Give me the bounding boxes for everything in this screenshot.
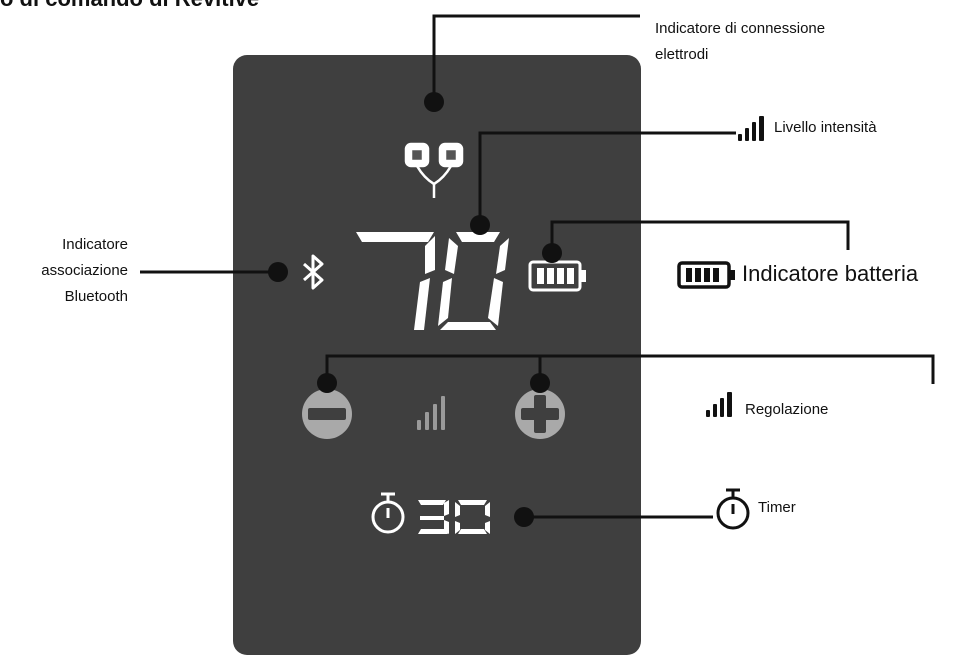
battery-icon xyxy=(528,260,586,292)
signal-bars-icon xyxy=(417,396,445,430)
electrodes-label-line1: Indicatore di connessione xyxy=(655,20,826,37)
timer-digits xyxy=(418,500,490,534)
battery-label: Indicatore batteria xyxy=(742,261,919,286)
bluetooth-label-line3: Bluetooth xyxy=(64,288,128,305)
legend-stopwatch-icon xyxy=(716,488,750,530)
adjust-label: Regolazione xyxy=(745,401,829,418)
electrodes-label-line2: elettrodi xyxy=(655,46,709,63)
legend-signal-icon-adjust xyxy=(706,392,732,417)
bluetooth-label-line1: Indicatore xyxy=(62,236,128,253)
bluetooth-label-line2: associazione xyxy=(41,262,128,279)
minus-button-icon[interactable] xyxy=(302,389,352,439)
plus-button-icon[interactable] xyxy=(515,389,565,439)
stopwatch-icon xyxy=(371,492,405,534)
electrode-pads-icon xyxy=(404,142,464,198)
bluetooth-icon xyxy=(303,254,324,290)
legend-battery-icon xyxy=(677,261,735,289)
page-title: o di comando di Revitive xyxy=(0,0,259,12)
leader-lines xyxy=(140,14,935,519)
legend-signal-icon-intensity xyxy=(738,116,764,141)
leader-dots xyxy=(268,92,562,527)
intensity-label: Livello intensità xyxy=(774,119,877,136)
timer-label: Timer xyxy=(758,499,796,516)
intensity-digits xyxy=(356,232,509,330)
